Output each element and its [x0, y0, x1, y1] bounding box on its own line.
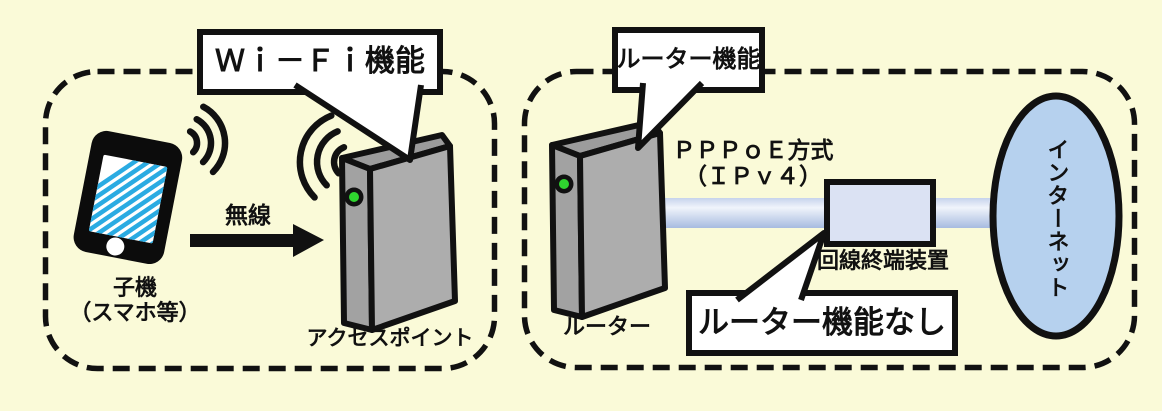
wireless-arrow-label: 無線 [225, 202, 271, 228]
wifi-waves-access-point-icon [296, 112, 348, 201]
right-panel-border [521, 68, 1138, 371]
access-point-label: アクセスポイント [306, 327, 474, 350]
pppoe-label-line2: （ＩＰｖ４） [684, 162, 822, 189]
router-callout-tail [635, 80, 705, 151]
router-device [552, 122, 665, 317]
terminal-device-box [824, 179, 936, 247]
router-callout-box [612, 27, 765, 93]
wifi-callout-box [197, 29, 443, 95]
router-callout-label: ルーター機能 [616, 45, 761, 73]
wireless-arrow [190, 224, 324, 257]
no-router-callout-label: ルーター機能なし [698, 304, 946, 340]
pppoe-label: ＰＰＰｏＥ方式 （ＩＰｖ４） [663, 137, 843, 190]
smartphone [73, 130, 183, 265]
pppoe-label-line1: ＰＰＰｏＥ方式 [672, 137, 834, 163]
terminal-device-label: 回線終端装置 [816, 248, 949, 273]
no-router-callout-tail [735, 230, 827, 303]
internet-ellipse [989, 92, 1123, 340]
phone-label-line1: 子機 [112, 275, 157, 300]
wifi-callout-tail [293, 82, 424, 163]
phone-home-button [106, 237, 125, 256]
internet-label: インターネット [1044, 138, 1070, 299]
wifi-callout-label: Ｗｉ－Ｆｉ機能 [215, 45, 425, 79]
phone-label-line2: （スマホ等） [69, 299, 201, 325]
phone-label: 子機 （スマホ等） [40, 275, 230, 325]
access-point-device [342, 135, 455, 330]
no-router-callout-box [686, 290, 958, 356]
router-label: ルーター [562, 314, 651, 339]
wifi-waves-phone-icon [186, 103, 229, 176]
